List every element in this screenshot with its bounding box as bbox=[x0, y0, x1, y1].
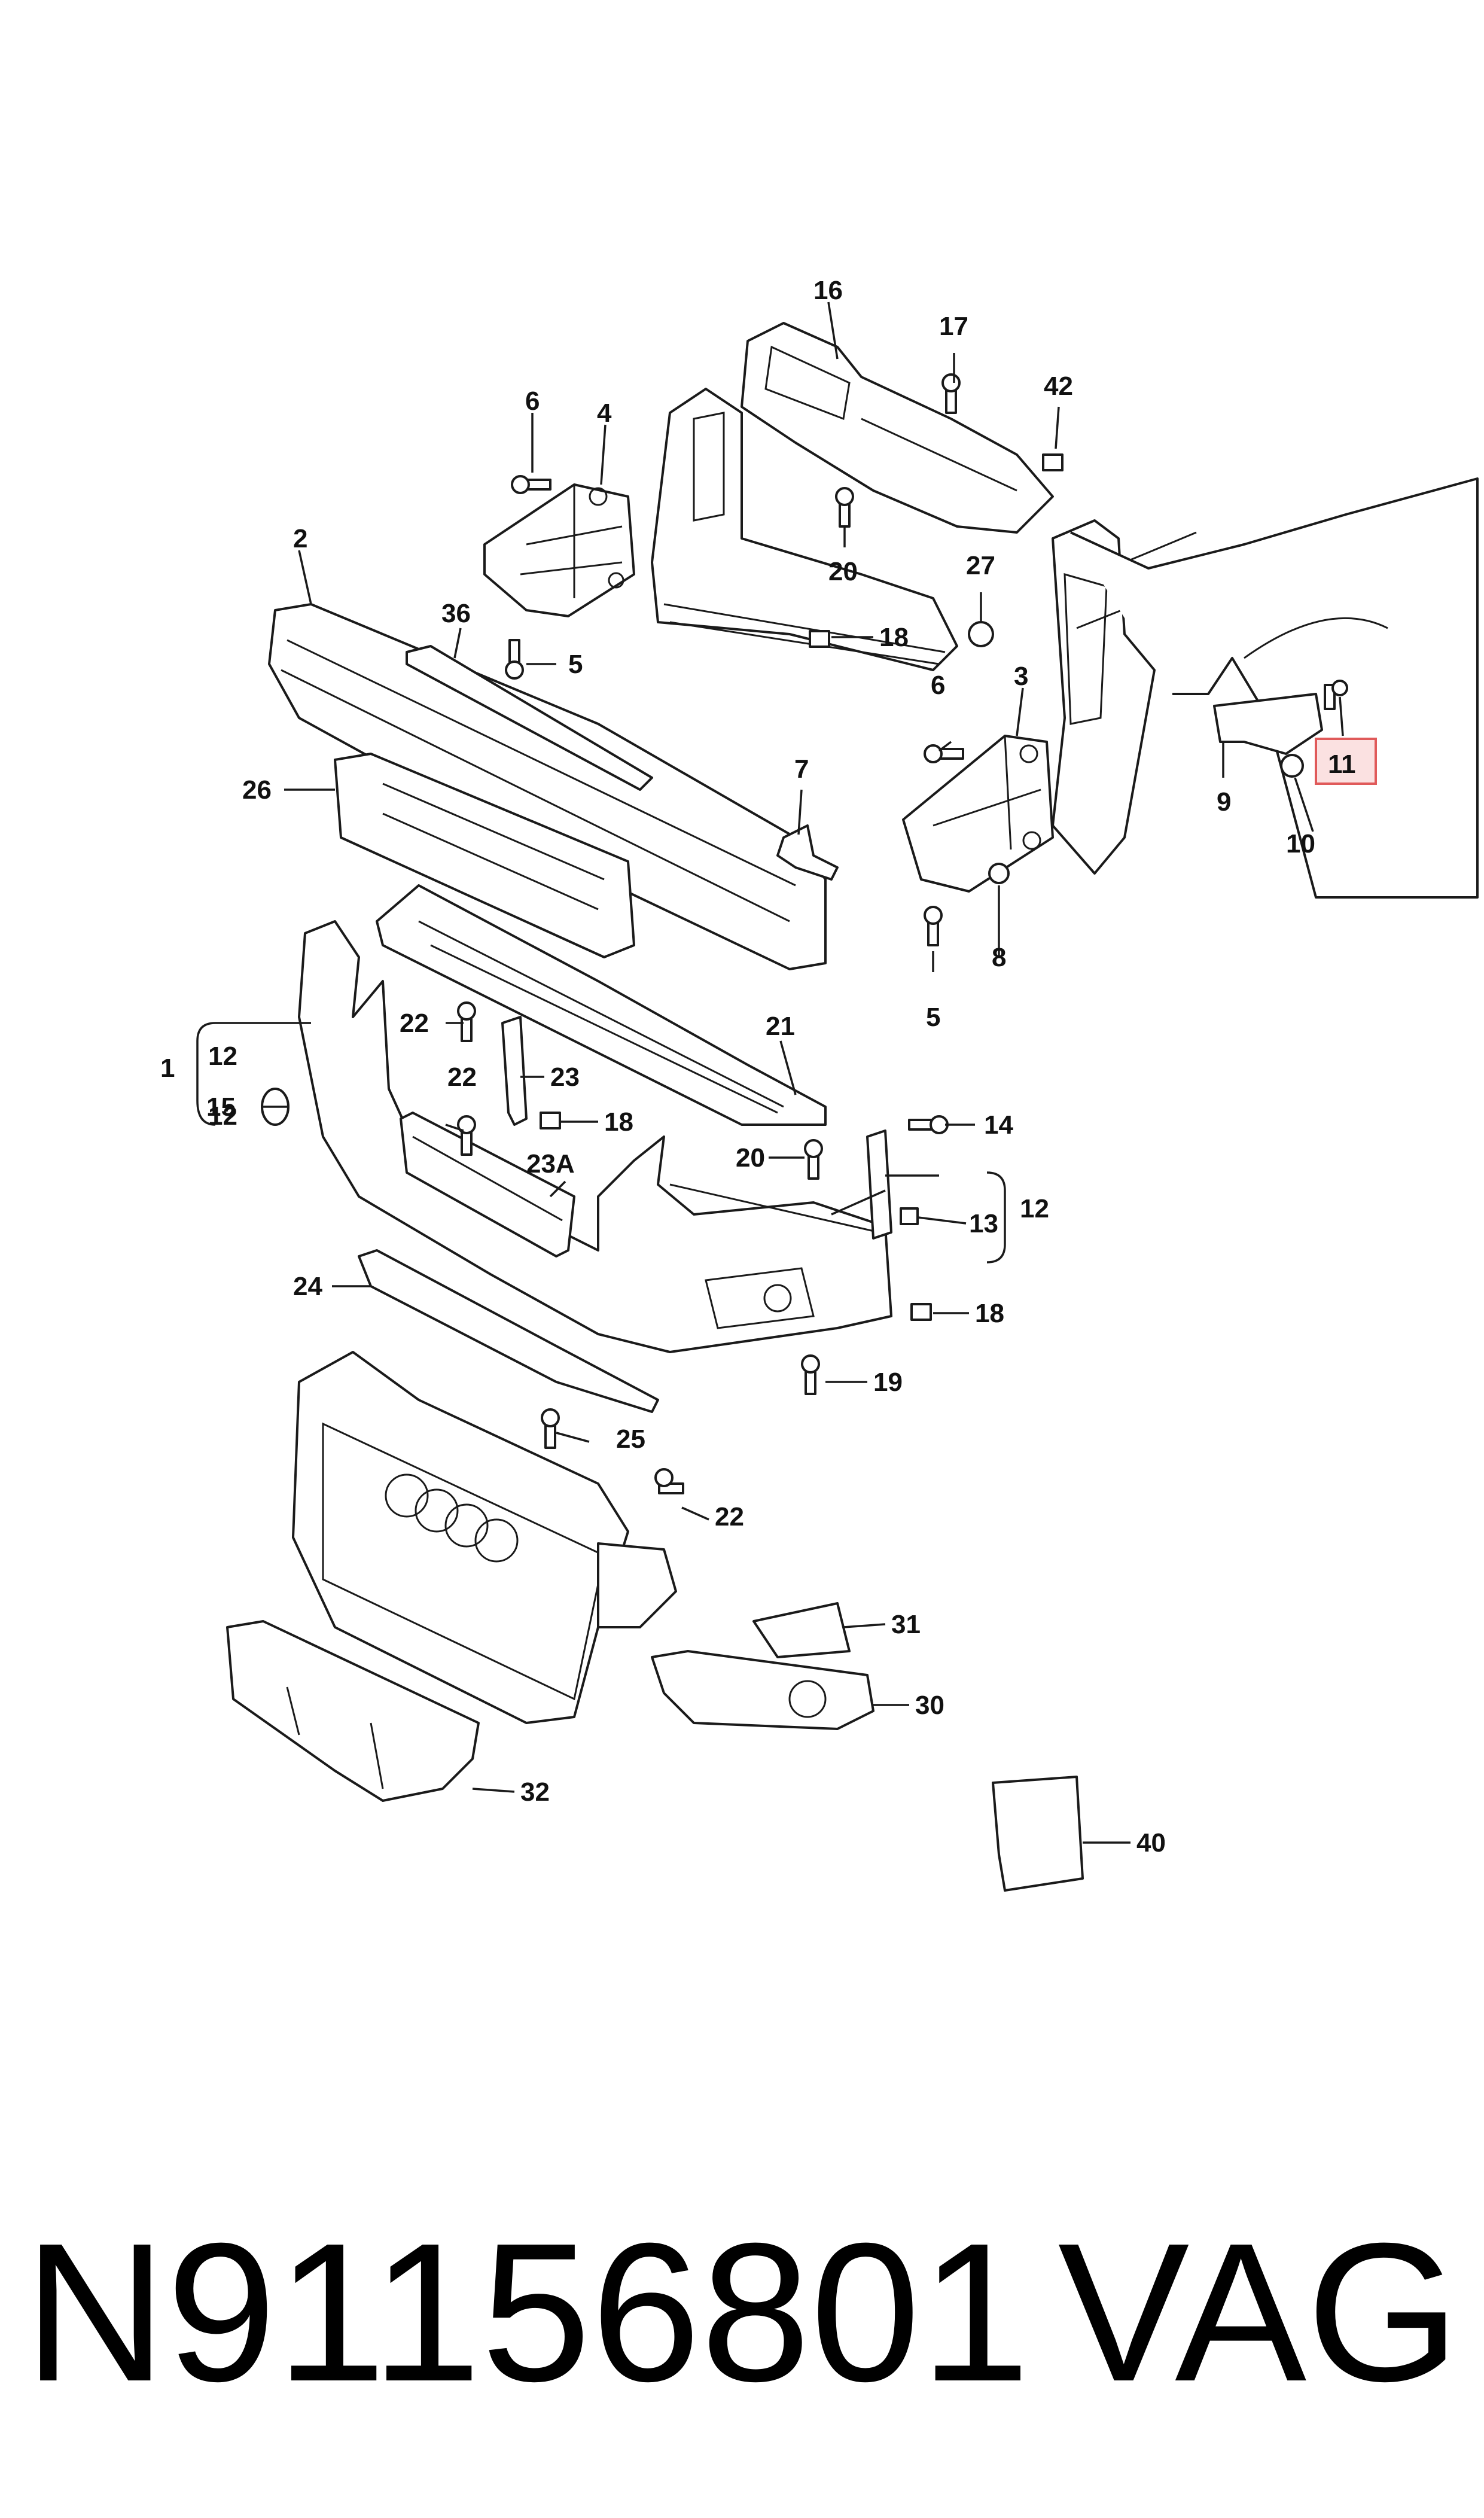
callout-label: 25 bbox=[616, 1424, 645, 1454]
side-guide bbox=[866, 1129, 892, 1240]
callout-label: 11 bbox=[1328, 750, 1356, 779]
lower-air-guide bbox=[376, 884, 827, 1126]
bracket-9 bbox=[1213, 693, 1323, 755]
callout-label: 5 bbox=[926, 1003, 940, 1032]
callout-label: 26 bbox=[242, 775, 272, 805]
grille-frame-insert bbox=[226, 1620, 480, 1802]
callout-label: 22 bbox=[400, 1009, 429, 1038]
callout-label: 30 bbox=[915, 1691, 944, 1720]
bracket-23 bbox=[501, 1016, 528, 1126]
bracket-3 bbox=[902, 735, 1054, 893]
callout-label: 27 bbox=[966, 551, 995, 580]
fender-outline bbox=[1070, 477, 1479, 899]
callout-label: 2 bbox=[293, 524, 307, 553]
callout-label: 12 bbox=[208, 1042, 237, 1071]
callout-label: 12 bbox=[1020, 1194, 1049, 1223]
callout-label: 20 bbox=[736, 1143, 765, 1173]
callout-label: 18 bbox=[975, 1299, 1004, 1328]
callout-label: 8 bbox=[992, 943, 1006, 972]
callout-label: 18 bbox=[975, 1299, 1004, 1328]
leader-lines bbox=[196, 302, 1344, 1844]
callout-label: 19 bbox=[873, 1368, 903, 1397]
callout-labels: 1 2 3 4 5 5 6 6 7 8 9 10 11 12 12 12 13 … bbox=[160, 276, 1356, 1858]
callout-label: 4 bbox=[597, 398, 612, 428]
lock-carrier-cover bbox=[741, 322, 1054, 534]
callout-label: 23 bbox=[550, 1062, 580, 1092]
callout-label: 22 bbox=[715, 1502, 744, 1531]
callout-label: 23A bbox=[526, 1149, 575, 1179]
fog-light-grille bbox=[651, 1650, 874, 1730]
cover-cap bbox=[752, 1602, 851, 1658]
callout-label: 21 bbox=[766, 1012, 795, 1041]
callout-label: 17 bbox=[939, 312, 968, 341]
callout-label: 22 bbox=[447, 1062, 477, 1092]
callout-label: 20 bbox=[736, 1143, 765, 1173]
callout-label: 12 bbox=[208, 1101, 237, 1131]
callout-label: 9 bbox=[1217, 787, 1231, 817]
seal-strip bbox=[406, 645, 653, 791]
callout-label: 15 bbox=[206, 1092, 236, 1122]
callout-label: 1 bbox=[160, 1054, 175, 1083]
nut-10 bbox=[1280, 754, 1304, 778]
callout-label: 7 bbox=[794, 754, 809, 784]
callout-label: 36 bbox=[441, 599, 471, 628]
brand-name: VAG bbox=[1058, 2202, 1460, 2422]
callout-label: 5 bbox=[568, 650, 583, 679]
callout-label: 16 bbox=[813, 276, 843, 305]
callout-label: 14 bbox=[984, 1110, 1013, 1140]
callout-label: 13 bbox=[969, 1209, 998, 1238]
callout-label: 6 bbox=[525, 386, 540, 416]
energy-absorber bbox=[334, 753, 635, 958]
callout-label: 18 bbox=[604, 1107, 633, 1137]
bracket-7 bbox=[776, 824, 839, 881]
callout-label: 20 bbox=[828, 557, 858, 586]
callout-label: 3 bbox=[1014, 662, 1028, 691]
callout-label: 10 bbox=[1286, 829, 1315, 858]
radiator-support-frame bbox=[651, 388, 1197, 875]
hardware bbox=[261, 373, 1064, 1494]
callout-label: 32 bbox=[520, 1777, 550, 1807]
radiator-grille bbox=[292, 1351, 677, 1724]
callout-label: 42 bbox=[1044, 372, 1073, 401]
license-plate-bracket bbox=[400, 1112, 575, 1258]
fastener-bag bbox=[992, 1776, 1084, 1892]
callout-label: 6 bbox=[931, 671, 945, 700]
part-number: N91156801 bbox=[24, 2202, 1031, 2422]
bumper-reinforcement bbox=[268, 603, 827, 970]
highlight-box bbox=[1315, 738, 1377, 785]
spoiler bbox=[358, 1249, 659, 1413]
bracket-4 bbox=[483, 483, 635, 617]
callout-label: 18 bbox=[879, 623, 909, 652]
bumper-cover bbox=[298, 920, 892, 1353]
bolt-11 bbox=[1324, 680, 1348, 710]
callout-label: 24 bbox=[293, 1272, 322, 1301]
callout-label: 31 bbox=[891, 1610, 921, 1639]
callout-label: 40 bbox=[1136, 1828, 1166, 1858]
